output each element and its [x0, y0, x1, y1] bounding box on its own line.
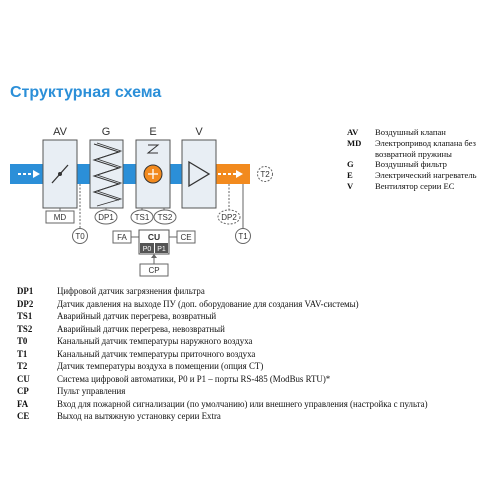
ts1-sensor [130, 209, 154, 225]
structural-diagram: T2 AV G E V MD T0 DP1 TS1 T [10, 126, 273, 277]
legend-bottom-row: T0 Канальный датчик температуры наружного… [17, 335, 497, 348]
legend-top-row: E Электрический нагреватель [347, 170, 497, 181]
legend-text: Электрический нагреватель [375, 170, 477, 181]
legend-key: TS2 [17, 323, 33, 334]
dp1-label: DP1 [98, 213, 114, 222]
legend-key: CP [17, 386, 29, 396]
ts1-label: TS1 [135, 213, 150, 222]
legend-text: Цифровой датчик загрязнения фильтра [57, 286, 205, 296]
dp2-label: DP2 [221, 213, 237, 222]
legend-bottom-row: CE Выход на вытяжную установку серии Extr… [17, 410, 497, 423]
block-av-label: AV [53, 126, 68, 138]
md-label: MD [54, 213, 67, 222]
p1-label: P1 [157, 246, 166, 253]
legend-key: V [347, 180, 354, 191]
legend-text: Выход на вытяжную установку серии Extra [57, 411, 221, 421]
legend-top: AV Воздушный клапан MD Электропривод клапа… [347, 127, 497, 192]
legend-key: T0 [17, 336, 28, 346]
legend-text: Аварийный датчик перегрева, невозвратный [57, 323, 225, 334]
t1-label: T1 [238, 232, 248, 241]
legend-text: Датчик давления на выходе ПУ (доп. обору… [57, 298, 359, 309]
legend-text: Канальный датчик температуры наружного в… [57, 336, 253, 346]
legend-text: Вход для пожарной сигнализации (по умолч… [57, 398, 428, 409]
legend-key: E [347, 170, 353, 181]
legend-top-row: AV Воздушный клапан [347, 127, 497, 138]
page-title: Структурная схема [10, 84, 162, 101]
legend-key: CE [17, 411, 30, 421]
legend-text: Аварийный датчик перегрева, возвратный [57, 311, 217, 321]
legend-key: FA [17, 398, 29, 409]
cp-label: CP [148, 266, 159, 275]
t0-sensor [72, 228, 88, 244]
filter-block [89, 139, 124, 209]
supply-arrow [218, 170, 243, 178]
p0-label: P0 [143, 246, 152, 253]
legend-text: Система цифровой автоматики, P0 и P1 – п… [57, 373, 331, 384]
legend-text: Датчик температуры воздуха в помещении (… [57, 361, 264, 371]
legend-bottom-row: FA Вход для пожарной сигнализации (по умо… [17, 398, 497, 411]
ts2-label: TS2 [158, 213, 173, 222]
legend-key: MD [347, 137, 362, 148]
legend-text: Пульт управления [57, 386, 126, 396]
t2-label: T2 [260, 170, 270, 179]
legend-key: DP1 [17, 286, 34, 296]
legend-key: T1 [17, 348, 28, 359]
legend-bottom-row: DP2 Датчик давления на выходе ПУ (доп. об… [17, 298, 497, 311]
ts2-sensor [153, 209, 177, 225]
intake-arrow [18, 170, 40, 178]
legend-bottom-row: T2 Датчик температуры воздуха в помещении… [17, 360, 497, 373]
legend-text: Воздушный фильтр [375, 159, 447, 170]
t0-label: T0 [75, 232, 85, 241]
cp-box [139, 263, 169, 277]
block-v-label: V [195, 126, 203, 138]
legend-bottom-row: TS2 Аварийный датчик перегрева, невозврат… [17, 323, 497, 336]
legend-bottom: DP1 Цифровой датчик загрязнения фильтра D… [17, 285, 497, 423]
block-g-label: G [102, 126, 111, 138]
md-box [45, 210, 75, 224]
cu-block: CU P0 P1 [138, 229, 170, 255]
legend-bottom-row: TS1 Аварийный датчик перегрева, возвратны… [17, 310, 497, 323]
legend-bottom-row: T1 Канальный датчик температуры приточног… [17, 348, 497, 361]
t1-sensor [235, 228, 251, 244]
fan-block [181, 139, 217, 209]
legend-key: T2 [17, 361, 28, 371]
legend-top-row: V Вентилятор серии ЕС [347, 181, 497, 192]
block-e-label: E [149, 126, 156, 138]
legend-key: G [347, 159, 354, 170]
air-valve-block [42, 139, 78, 209]
legend-top-row: G Воздушный фильтр [347, 159, 497, 170]
legend-key: AV [347, 127, 359, 137]
legend-bottom-row: CU Система цифровой автоматики, P0 и P1 –… [17, 373, 497, 386]
legend-text: Вентилятор серии ЕС [375, 180, 455, 191]
legend-bottom-row: CP Пульт управления [17, 385, 497, 398]
legend-key: CU [17, 373, 30, 384]
legend-bottom-row: DP1 Цифровой датчик загрязнения фильтра [17, 285, 497, 298]
legend-key: DP2 [17, 298, 34, 309]
cu-label: CU [148, 232, 160, 242]
ce-label: CE [180, 233, 191, 242]
fa-label: FA [117, 233, 127, 242]
supply-duct [213, 164, 250, 184]
legend-text: Электропривод клапана без возвратной пру… [375, 137, 476, 159]
ce-box [176, 230, 196, 244]
legend-text: Воздушный клапан [375, 127, 446, 137]
legend-text: Канальный датчик температуры приточного … [57, 348, 256, 359]
dp1-sensor [94, 209, 118, 225]
legend-key: TS1 [17, 311, 33, 321]
dp2-sensor [217, 209, 241, 225]
legend-top-row: MD Электропривод клапана без возвратной п… [347, 138, 497, 160]
t2-sensor [257, 166, 273, 182]
heater-block [135, 139, 171, 209]
